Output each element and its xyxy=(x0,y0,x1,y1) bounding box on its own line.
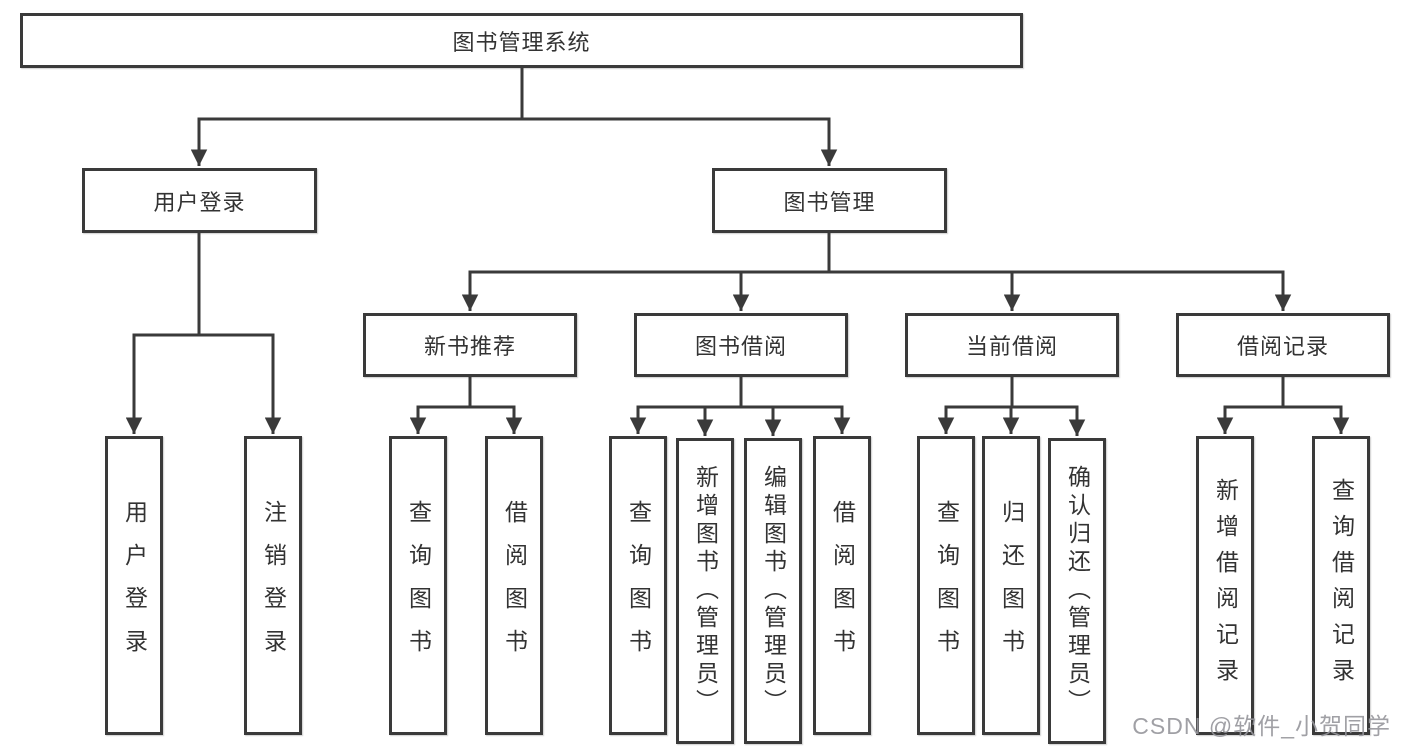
leaf-confirm-return-admin: 确认归还（管理员） xyxy=(1048,438,1106,744)
node-book-borrowing: 图书借阅 xyxy=(634,313,848,377)
connector-current-borrow-children xyxy=(937,375,1086,436)
connector-book-borrow-children xyxy=(629,375,851,436)
leaf-add-books-admin: 新增图书（管理员） xyxy=(676,438,734,744)
leaf-logout: 注销登录 xyxy=(244,436,302,735)
watermark: CSDN @软件_小贺同学 xyxy=(1132,713,1391,739)
leaf-borrow-books: 借阅图书 xyxy=(485,436,543,735)
connector-root-to-level2 xyxy=(190,66,838,166)
node-root: 图书管理系统 xyxy=(20,13,1023,68)
leaf-user-login: 用户登录 xyxy=(105,436,163,735)
leaf-query-borrow-record: 查询借阅记录 xyxy=(1312,436,1370,735)
connector-borrow-records-children xyxy=(1216,375,1350,434)
connector-new-book-children xyxy=(409,375,523,434)
node-current-borrowing: 当前借阅 xyxy=(905,313,1119,377)
node-borrowing-records: 借阅记录 xyxy=(1176,313,1390,377)
leaf-borrow-books: 借阅图书 xyxy=(813,436,871,735)
leaf-query-books: 查询图书 xyxy=(389,436,447,735)
node-new-book-recommend: 新书推荐 xyxy=(363,313,577,377)
leaf-query-books: 查询图书 xyxy=(917,436,975,735)
connector-book-management-children xyxy=(461,231,1292,311)
leaf-add-borrow-record: 新增借阅记录 xyxy=(1196,436,1254,735)
leaf-query-books: 查询图书 xyxy=(609,436,667,735)
leaf-edit-books-admin: 编辑图书（管理员） xyxy=(744,438,802,744)
node-book-management: 图书管理 xyxy=(712,168,947,233)
connector-user-login-children xyxy=(125,231,282,434)
node-user-login: 用户登录 xyxy=(82,168,317,233)
leaf-return-books: 归还图书 xyxy=(982,436,1040,735)
